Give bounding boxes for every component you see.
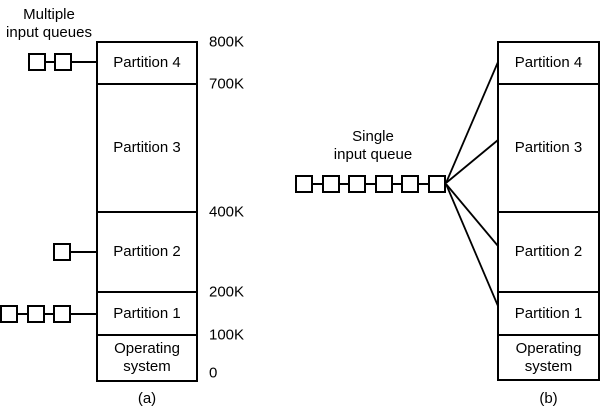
- queue-item: [348, 175, 366, 193]
- multiple-input-queues-label-line1: Multiple: [23, 6, 75, 23]
- single-input-queue-label-line2: input queue: [333, 146, 413, 163]
- memory-box-b: Partition 4 Partition 3 Partition 2 Part…: [497, 41, 600, 381]
- partition-2-b-label: Partition 2: [514, 243, 583, 260]
- queue-item: [53, 305, 71, 323]
- queue-connector-b: [303, 183, 446, 185]
- operating-system-a-label: Operating system: [114, 340, 180, 375]
- partition-4-a: Partition 4: [98, 43, 196, 85]
- address-700k: 700K: [209, 75, 245, 93]
- partition-3-a: Partition 3: [98, 85, 196, 213]
- operating-system-a: Operating system: [98, 336, 196, 380]
- partition-4-b-label: Partition 4: [514, 54, 583, 71]
- queue-item: [28, 53, 46, 71]
- partition-1-a-label: Partition 1: [113, 304, 181, 322]
- single-input-queue-label: Single input queue: [322, 128, 424, 164]
- queue-connector-partition2-a: [60, 251, 97, 253]
- caption-b: (b): [539, 390, 558, 407]
- partition-4-a-label: Partition 4: [113, 54, 181, 71]
- partition-1-b-label: Partition 1: [514, 304, 583, 322]
- fan-line-to-partition2: [445, 183, 499, 247]
- address-0: 0: [209, 364, 218, 382]
- fan-line-to-partition4: [445, 61, 499, 184]
- partition-1-a: Partition 1: [98, 293, 196, 336]
- single-input-queue-label-line1: Single: [352, 128, 394, 145]
- queue-item: [295, 175, 313, 193]
- queue-item: [0, 305, 18, 323]
- queue-connector-partition1-a: [8, 313, 97, 315]
- partition-1-b: Partition 1: [499, 293, 598, 336]
- queue-item: [322, 175, 340, 193]
- memory-box-a: Partition 4 Partition 3 Partition 2 Part…: [96, 41, 198, 382]
- operating-system-b: Operating system: [499, 336, 598, 379]
- address-100k: 100K: [209, 326, 245, 344]
- queue-item: [428, 175, 446, 193]
- partition-3-a-label: Partition 3: [113, 139, 181, 156]
- address-200k: 200K: [209, 283, 245, 301]
- queue-item: [375, 175, 393, 193]
- address-400k: 400K: [209, 203, 245, 221]
- queue-item: [54, 53, 72, 71]
- queue-item: [53, 243, 71, 261]
- queue-item: [27, 305, 45, 323]
- caption-a: (a): [137, 390, 157, 407]
- partition-2-a-label: Partition 2: [113, 243, 181, 260]
- operating-system-b-label: Operating system: [515, 339, 582, 375]
- address-800k: 800K: [209, 33, 245, 51]
- multiple-input-queues-label: Multiple input queues: [0, 6, 98, 42]
- partition-4-b: Partition 4: [499, 43, 598, 85]
- multiple-input-queues-label-line2: input queues: [6, 24, 92, 41]
- fan-line-to-partition1: [445, 183, 499, 307]
- fan-line-to-partition3: [445, 139, 499, 184]
- partition-2-b: Partition 2: [499, 213, 598, 293]
- partition-2-a: Partition 2: [98, 213, 196, 293]
- queue-item: [401, 175, 419, 193]
- partition-3-b: Partition 3: [499, 85, 598, 213]
- partition-3-b-label: Partition 3: [514, 139, 583, 156]
